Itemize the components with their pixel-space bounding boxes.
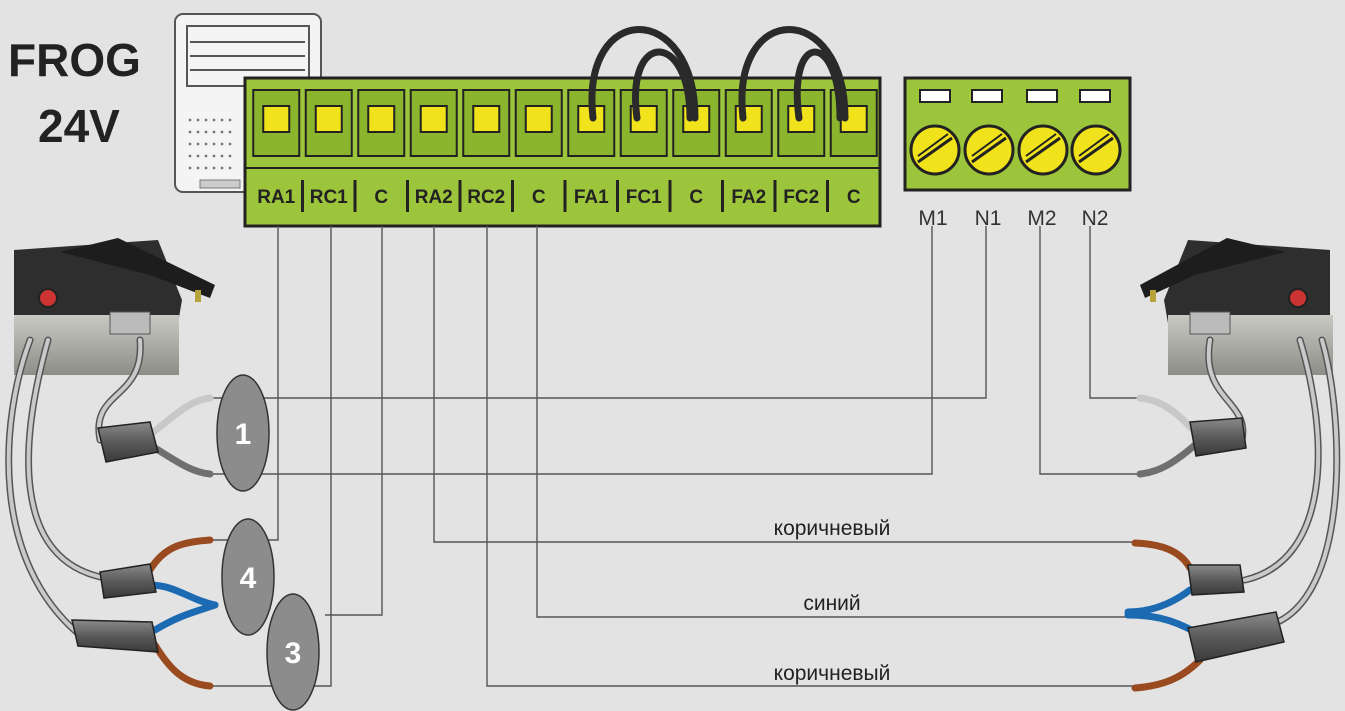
left-plug-motor [97,394,214,478]
wire-label-brown-top: коричневый [774,517,891,540]
terminal-label-c: C [847,187,861,208]
terminal-label-fc1: FC1 [626,187,662,208]
terminal-label-rc2: RC2 [467,187,505,208]
screw-icon [1017,124,1069,176]
right-motor-cables [1205,336,1341,629]
terminal-label-c: C [689,187,703,208]
wire-m2 [1039,226,1140,475]
wire-n2 [1089,226,1140,399]
wire-rc1 [212,226,332,687]
label-m1: M1 [918,207,947,230]
terminal-label-c: C [532,187,546,208]
terminal-label-rc1: RC1 [310,187,348,208]
title-voltage: 24V [38,100,120,152]
right-plug-upper [1124,539,1245,616]
marker-3-label: 3 [285,637,302,670]
terminal-contact [472,105,501,133]
right-plug-lower [1124,611,1285,692]
terminal-label-ra1: RA1 [257,187,295,208]
wire-label-brown-bottom: коричневый [774,662,891,685]
terminal-label-fa1: FA1 [574,187,609,208]
marker-1-label: 1 [235,418,252,451]
screw-icon [909,124,961,176]
terminal-contact [524,105,553,133]
terminal-label-c: C [374,187,388,208]
label-n2: N2 [1082,207,1109,230]
left-plug-upper [99,536,219,609]
motor-terminal-labels: M1 N1 M2 N2 [918,207,1108,230]
marker-4: 4 [221,518,275,636]
terminal-contact [419,105,448,133]
terminal-label-fc2: FC2 [783,187,819,208]
label-m2: M2 [1027,207,1056,230]
marker-3: 3 [266,593,320,711]
jumper-wires [588,26,849,122]
wire-m1 [210,226,933,475]
title-frog: FROG [8,34,141,86]
wire-rc2 [486,226,1140,687]
terminal-contact [314,105,343,133]
screw-icon [1070,124,1122,176]
screw-icon [963,124,1015,176]
left-motor-cables [5,336,144,639]
right-plug-motor [1136,394,1247,478]
wire-c1 [325,226,383,616]
terminal-contact [262,105,291,133]
terminal-slot [252,89,301,157]
label-n1: N1 [975,207,1002,230]
wire-c2 [536,226,1132,618]
marker-1: 1 [216,374,270,492]
marker-4-label: 4 [240,562,257,595]
motor-screws [909,124,1122,176]
terminal-label-ra2: RA2 [415,187,453,208]
terminal-label-fa2: FA2 [731,187,766,208]
wire-n1 [210,226,987,399]
wire-color-labels: коричневый синий коричневый [774,517,891,685]
wire-label-blue: синий [803,592,860,615]
wire-ra2 [433,226,1140,543]
terminal-contact [367,105,396,133]
left-plug-lower [71,601,219,690]
wiring-lines [210,226,1140,687]
